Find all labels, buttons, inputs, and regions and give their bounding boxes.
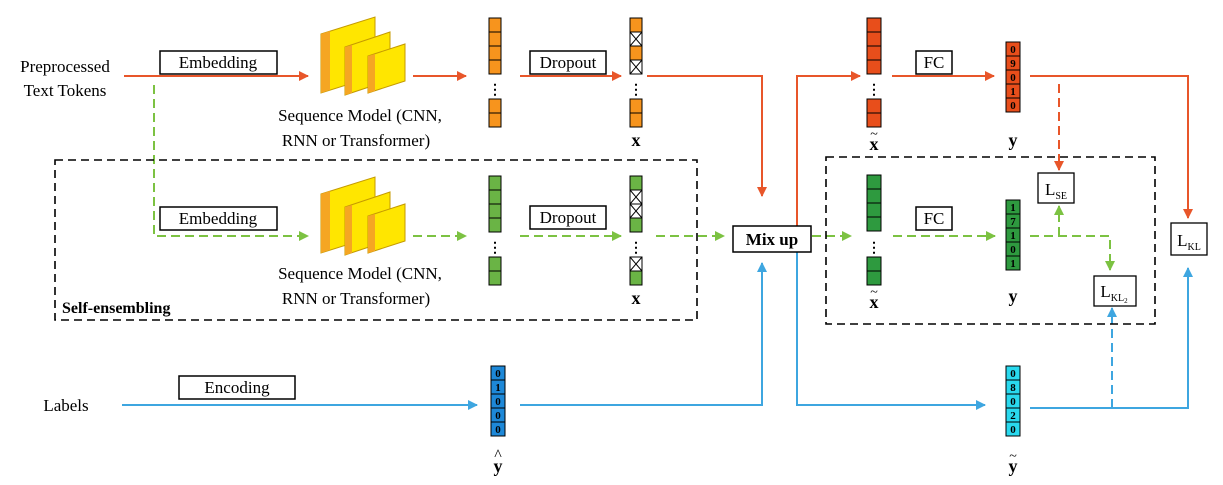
self-ensembling-box: [54, 159, 698, 321]
dropout-vector-orange: ⋮: [629, 17, 643, 128]
y-tilde-label: y: [1009, 456, 1018, 476]
svg-text:⋮: ⋮: [867, 83, 881, 98]
y-hat-accent: ^: [494, 447, 502, 464]
svg-text:Dropout: Dropout: [540, 53, 597, 72]
y-tilde-digit: 2: [1010, 410, 1016, 422]
prediction-bottom-digit: 1: [1010, 230, 1016, 242]
prediction-top-digit: 0: [1010, 72, 1016, 84]
mixed-vector-red: ⋮: [866, 17, 882, 128]
sequence-model-label-bottom-1: Sequence Model (CNN,: [278, 264, 442, 283]
y-hat-digit: 0: [495, 368, 501, 380]
y-hat-label: y: [494, 456, 503, 476]
y-hat-digit: 0: [495, 396, 501, 408]
x-label-top: x: [632, 130, 641, 150]
y-hat-cell: [490, 421, 506, 437]
prediction-bottom-digit: 7: [1010, 216, 1016, 228]
dropout-box-top: Dropout: [529, 50, 607, 75]
sequence-model-icon-top: [320, 16, 406, 96]
x-tilde-accent-bottom: ~: [870, 285, 878, 300]
embedding-vector-green: ⋮: [488, 175, 502, 286]
svg-text:⋮: ⋮: [488, 83, 502, 98]
y-tilde-digit: 8: [1010, 382, 1016, 394]
svg-text:Mix up: Mix up: [746, 230, 798, 249]
svg-text:Embedding: Embedding: [179, 53, 258, 72]
text-tokens-label-line2: Text Tokens: [24, 81, 107, 100]
text-tokens-label-line1: Preprocessed: [20, 57, 110, 76]
x-tilde-label-top: x: [870, 134, 879, 154]
sequence-model-label-top-2: RNN or Transformer): [282, 131, 430, 150]
y-tilde-digit: 0: [1010, 424, 1016, 436]
prediction-top-digit: 9: [1010, 58, 1016, 70]
dropout-box-bottom: Dropout: [529, 205, 607, 230]
fc-box-bottom: FC: [915, 206, 953, 231]
loss-se-box: LSE: [1037, 172, 1075, 204]
svg-text:⋮: ⋮: [488, 241, 502, 256]
y-tilde-accent: ~: [1009, 449, 1017, 464]
y-label-bottom: y: [1009, 286, 1018, 306]
svg-text:FC: FC: [924, 53, 945, 72]
prediction-top-digit: 0: [1010, 100, 1016, 112]
prediction-top-digit: 0: [1010, 44, 1016, 56]
svg-text:LKL: LKL: [1177, 231, 1201, 253]
svg-text:Dropout: Dropout: [540, 208, 597, 227]
svg-text:LSE: LSE: [1045, 180, 1067, 202]
y-hat-digit: 0: [495, 424, 501, 436]
svg-text:Embedding: Embedding: [179, 209, 258, 228]
prediction-bottom-digit: 1: [1010, 202, 1016, 214]
label-vector-y-hat: 0 1 0 0 0: [490, 365, 506, 437]
prediction-bottom-cell: [1005, 255, 1021, 271]
sequence-model-icon-bottom: [320, 176, 406, 256]
orange-flow-lines: [124, 71, 1193, 230]
y-tilde-digit: 0: [1010, 368, 1016, 380]
svg-text:⋮: ⋮: [629, 83, 643, 98]
x-tilde-accent-top: ~: [870, 127, 878, 142]
svg-text:⋮: ⋮: [867, 241, 881, 256]
svg-text:⋮: ⋮: [629, 241, 643, 256]
y-tilde-digit: 0: [1010, 396, 1016, 408]
prediction-vector-bottom: 1 7 1 0 1: [1005, 199, 1021, 271]
embedding-box-top: Embedding: [159, 50, 278, 75]
prediction-vector-top: 0 9 0 1 0: [1005, 41, 1021, 113]
svg-text:FC: FC: [924, 209, 945, 228]
y-hat-digit: 0: [495, 410, 501, 422]
sequence-model-label-top-1: Sequence Model (CNN,: [278, 106, 442, 125]
fc-box-top: FC: [915, 50, 953, 75]
embedding-box-bottom: Embedding: [159, 206, 278, 231]
mixup-box: Mix up: [732, 225, 812, 253]
prediction-bottom-digit: 1: [1010, 258, 1016, 270]
blue-flow-lines: [122, 247, 1193, 410]
sequence-model-label-bottom-2: RNN or Transformer): [282, 289, 430, 308]
x-tilde-label-bottom: x: [870, 292, 879, 312]
prediction-top-digit: 1: [1010, 86, 1016, 98]
x-label-bottom: x: [632, 288, 641, 308]
green-flow-lines: [153, 85, 1115, 271]
dropout-vector-green: ⋮: [629, 175, 643, 286]
mixed-vector-green: ⋮: [866, 174, 882, 286]
y-label-top: y: [1009, 130, 1018, 150]
loss-kl2-box: LKL2: [1093, 275, 1137, 307]
prediction-top-cell: [1005, 97, 1021, 113]
label-vector-y-tilde: 0 8 0 2 0: [1005, 365, 1021, 437]
prediction-bottom-digit: 0: [1010, 244, 1016, 256]
embedding-vector-orange: ⋮: [488, 17, 502, 128]
svg-text:LKL2: LKL2: [1100, 282, 1128, 305]
loss-kl-box: LKL: [1170, 222, 1208, 256]
svg-text:Encoding: Encoding: [204, 378, 270, 397]
self-ensembling-label: Self-ensembling: [62, 300, 170, 317]
labels-input-label: Labels: [43, 396, 88, 415]
y-hat-digit: 1: [495, 382, 501, 394]
encoding-box: Encoding: [178, 375, 296, 400]
y-tilde-cell: [1005, 421, 1021, 437]
